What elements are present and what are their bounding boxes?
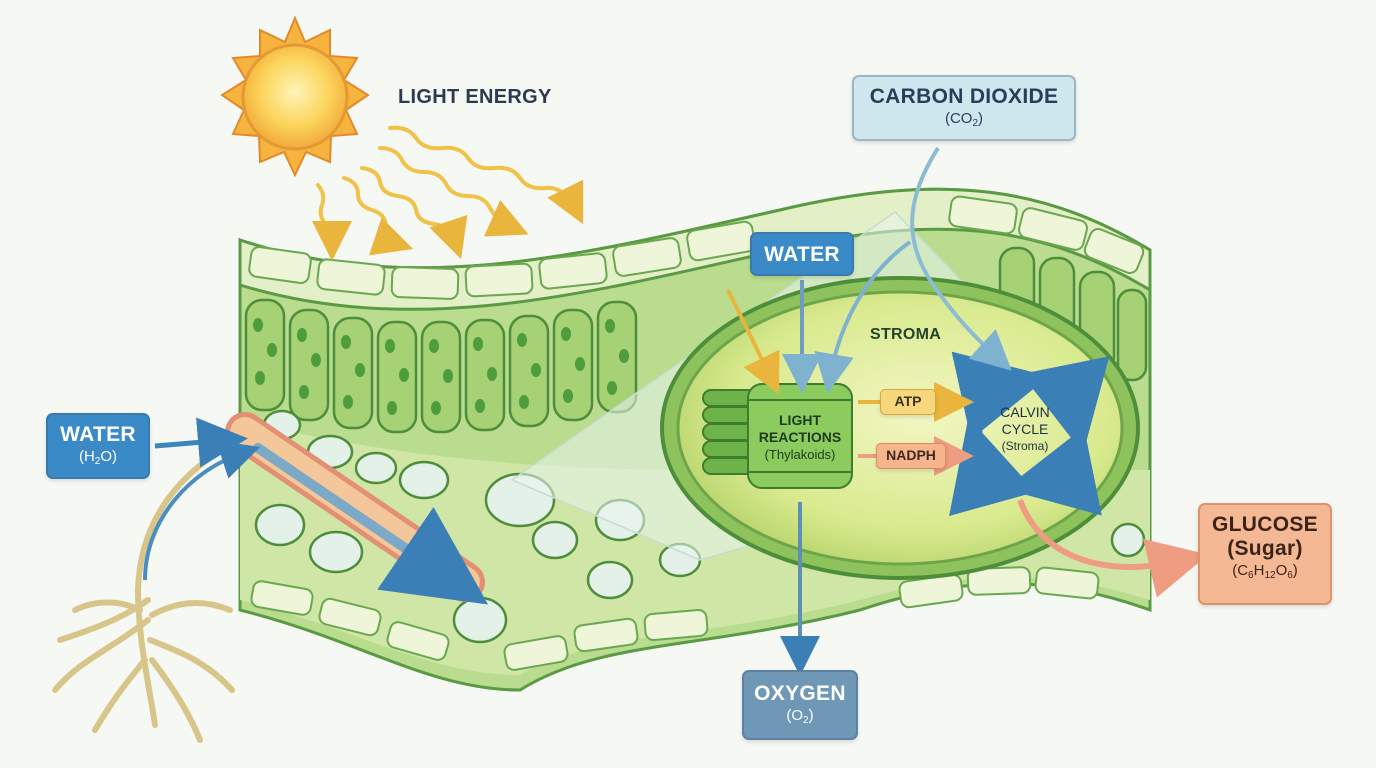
glucose-formula-c-sub: 6 bbox=[1248, 570, 1254, 581]
atp-label: ATP bbox=[894, 393, 922, 409]
h2o-formula-suffix: O) bbox=[100, 448, 118, 465]
o2-formula-sub: 2 bbox=[803, 715, 809, 726]
light-reactions-line1: LIGHT bbox=[779, 412, 821, 428]
calvin-cycle-label: CALVIN CYCLE (Stroma) bbox=[978, 404, 1072, 455]
co2-arrow bbox=[910, 146, 1012, 371]
lower-epidermis-cells bbox=[250, 566, 1100, 671]
glucose-formula-end: ) bbox=[1292, 562, 1298, 579]
co2-formula-prefix: (CO bbox=[944, 110, 973, 127]
epidermis-cells bbox=[248, 195, 1145, 300]
co2-branch-arrow bbox=[814, 240, 912, 394]
water-left-label: WATER bbox=[60, 423, 136, 446]
carbon-dioxide-box: CARBON DIOXIDE (CO2) bbox=[852, 75, 1076, 141]
oxygen-label: OXYGEN bbox=[754, 682, 846, 705]
co2-formula-suffix: ) bbox=[978, 110, 984, 127]
oxygen-box: OXYGEN (O2) bbox=[742, 670, 858, 740]
carbon-dioxide-label: CARBON DIOXIDE bbox=[869, 85, 1059, 108]
calvin-cycle-arrows bbox=[949, 351, 1110, 517]
light-to-thylakoid-arrow bbox=[726, 289, 780, 395]
nadph-box: NADPH bbox=[876, 443, 946, 469]
calvin-line1: CALVIN bbox=[1000, 404, 1050, 420]
light-reactions-line3: (Thylakoids) bbox=[764, 447, 836, 462]
co2-formula-sub: 2 bbox=[972, 118, 979, 129]
water-left-box: WATER (H2O) bbox=[46, 413, 150, 479]
glucose-formula-o: O bbox=[1275, 562, 1288, 579]
water-top-box: WATER bbox=[750, 232, 854, 276]
glucose-arrow bbox=[1017, 498, 1209, 598]
glucose-formula-o-sub: 6 bbox=[1287, 570, 1293, 581]
glucose-formula-h-sub: 12 bbox=[1264, 570, 1276, 581]
sun-icon bbox=[220, 15, 370, 178]
glucose-formula-h: H bbox=[1253, 562, 1265, 579]
light-reactions-line2: REACTIONS bbox=[758, 429, 842, 445]
carbon-dioxide-formula: (CO2) bbox=[854, 109, 1074, 134]
glucose-box: GLUCOSE (Sugar) (C6H12O6) bbox=[1198, 503, 1332, 605]
chloroplast-dots bbox=[253, 318, 629, 415]
oxygen-formula: (O2) bbox=[744, 706, 856, 731]
water-left-arrow bbox=[154, 417, 248, 468]
light-reactions-label: LIGHT REACTIONS (Thylakoids) bbox=[748, 412, 852, 463]
light-energy-label: LIGHT ENERGY bbox=[398, 86, 552, 108]
thylakoid-stacks bbox=[702, 383, 853, 489]
glucose-sugar-label: (Sugar) bbox=[1227, 537, 1303, 560]
glucose-label: GLUCOSE bbox=[1212, 513, 1318, 536]
h2o-formula-prefix: (H bbox=[78, 448, 95, 465]
calvin-line2: CYCLE bbox=[1001, 421, 1049, 437]
o2-formula-suffix: ) bbox=[808, 707, 814, 724]
flow-arrows bbox=[154, 146, 1209, 676]
roots bbox=[52, 437, 243, 743]
water-top-label: WATER bbox=[764, 243, 840, 266]
light-rays bbox=[311, 125, 584, 261]
h2o-formula-sub: 2 bbox=[94, 456, 101, 467]
nadph-label: NADPH bbox=[886, 447, 936, 463]
leaf-vein bbox=[225, 412, 489, 605]
stroma-label: STROMA bbox=[870, 326, 942, 343]
glucose-formula-c: (C bbox=[1232, 562, 1249, 579]
glucose-formula: (C6H12O6) bbox=[1200, 561, 1330, 586]
water-left-formula: (H2O) bbox=[48, 447, 148, 472]
atp-box: ATP bbox=[880, 389, 936, 415]
o2-formula-prefix: (O bbox=[786, 707, 804, 724]
calvin-line3: (Stroma) bbox=[1001, 439, 1049, 453]
